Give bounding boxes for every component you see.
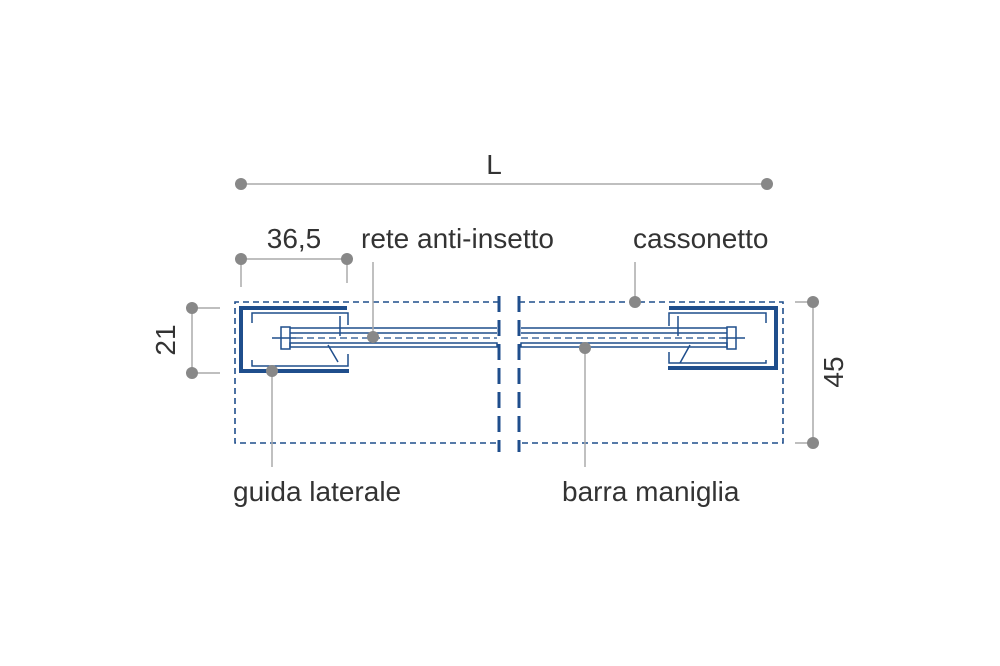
side-guide-inner-lip — [251, 354, 349, 367]
dimension-marker — [807, 437, 819, 449]
handle-bar-inner-lip — [668, 312, 767, 326]
dimension-marker — [235, 178, 247, 190]
side-guide-outer-profile — [239, 306, 349, 373]
callout-side-guide: guida laterale — [233, 365, 401, 507]
dimension-label-guide-width: 36,5 — [267, 223, 322, 254]
side-guide-clip — [327, 344, 339, 363]
dimension-guide-height: 21 — [150, 302, 220, 379]
callout-label-mesh: rete anti-insetto — [361, 223, 554, 254]
callout-marker — [629, 296, 641, 308]
box-outline-left — [234, 301, 499, 444]
dimension-marker — [235, 253, 247, 265]
side-guide-inner-lip — [251, 312, 349, 325]
callout-label-handle-bar: barra maniglia — [562, 476, 740, 507]
callout-marker — [579, 342, 591, 354]
callout-handle-bar: barra maniglia — [562, 342, 740, 507]
callout-mesh: rete anti-insetto — [361, 223, 554, 343]
dimension-label-l: L — [486, 149, 502, 180]
dimension-marker — [761, 178, 773, 190]
dimension-guide-width: 36,5 — [235, 223, 353, 287]
mesh-bar-right — [520, 342, 728, 348]
dimension-label-box-height: 45 — [818, 356, 849, 387]
callout-marker — [266, 365, 278, 377]
dimension-box-height: 45 — [795, 296, 849, 449]
callout-label-box: cassonetto — [633, 223, 768, 254]
dimension-label-guide-height: 21 — [150, 324, 181, 355]
dimension-marker — [807, 296, 819, 308]
dimension-overall-width: L — [235, 149, 773, 190]
mesh-bar-left — [289, 342, 498, 348]
callout-box: cassonetto — [629, 223, 768, 308]
box-outline-right — [519, 301, 784, 444]
handle-bar-inner-lip — [668, 352, 767, 364]
dimension-marker — [186, 367, 198, 379]
mesh-assembly — [289, 316, 728, 348]
side-guide-profile — [239, 306, 349, 373]
box-outline — [234, 296, 784, 452]
handle-bar-clip — [679, 344, 691, 364]
callout-marker — [367, 331, 379, 343]
mesh-rail-top-left — [290, 327, 497, 334]
handle-bar-outer-profile — [668, 306, 778, 370]
mesh-rail-top-right — [521, 327, 727, 334]
handle-bar-profile — [668, 306, 778, 370]
dimension-marker — [341, 253, 353, 265]
callout-label-side-guide: guida laterale — [233, 476, 401, 507]
dimension-marker — [186, 302, 198, 314]
